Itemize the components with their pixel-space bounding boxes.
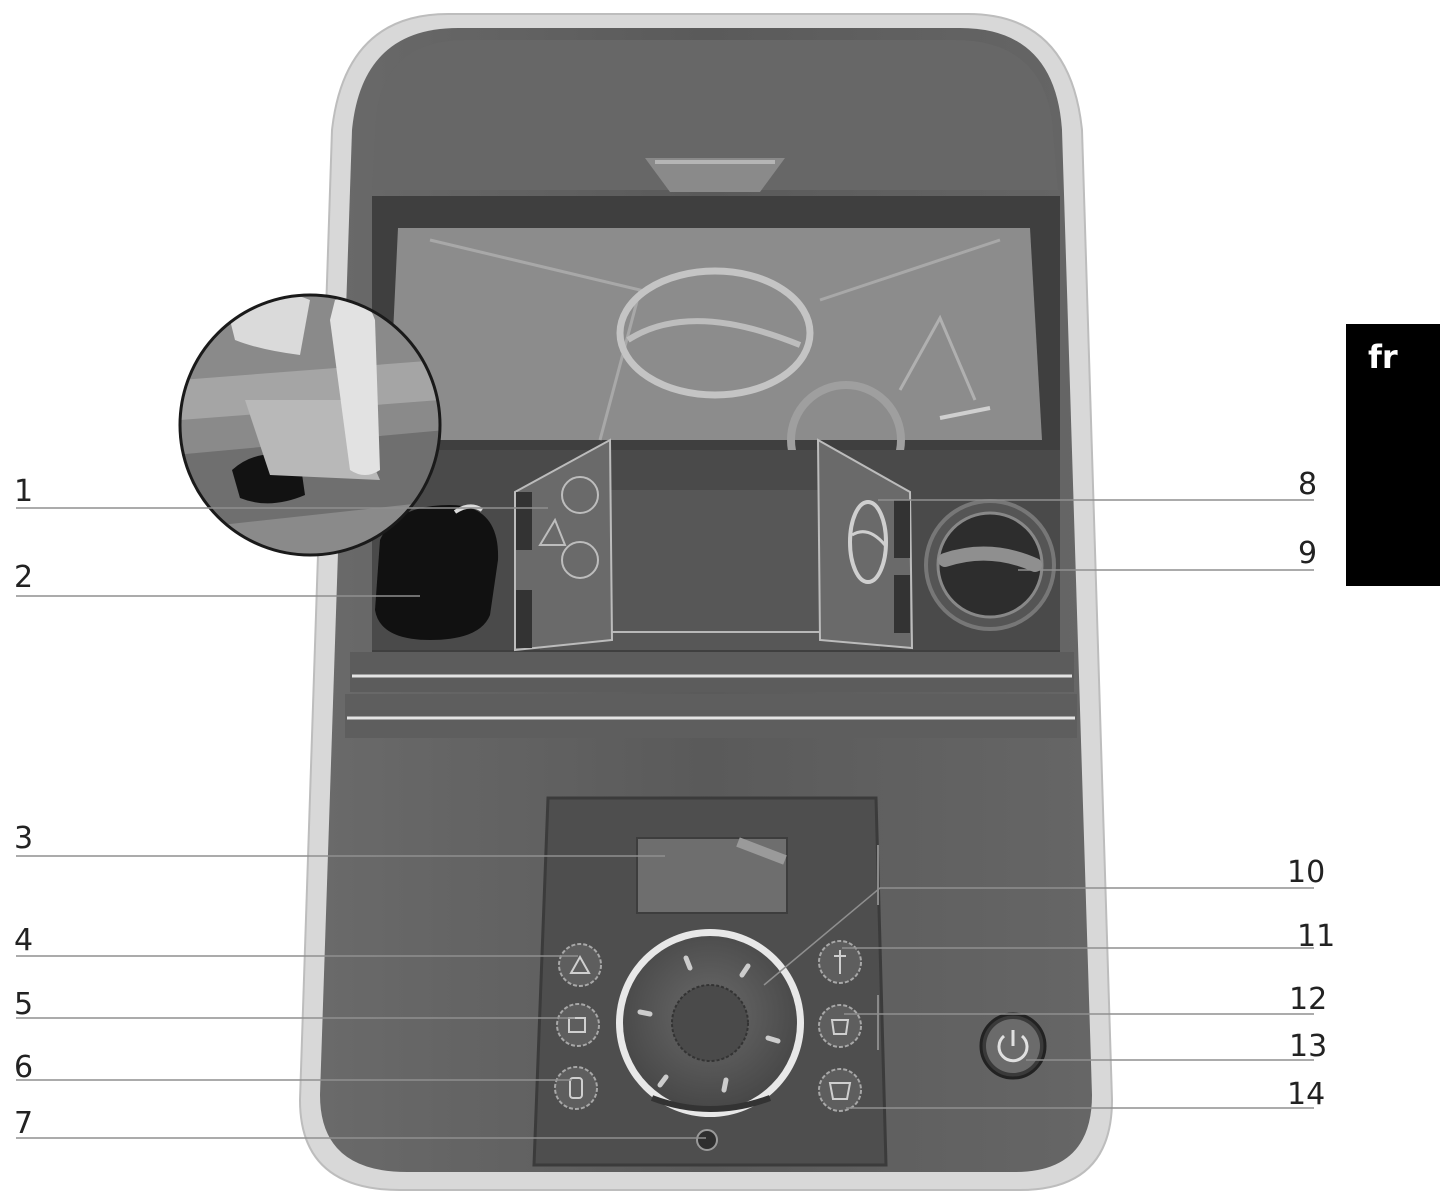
espresso-button[interactable] — [818, 1004, 862, 1048]
callout-14: 14 — [1287, 1077, 1325, 1112]
display — [636, 837, 788, 914]
callout-4: 4 — [14, 923, 33, 958]
callout-labels: 1 2 3 4 5 6 7 8 9 10 11 12 13 14 — [14, 467, 1335, 1141]
rotary-switch[interactable] — [616, 929, 804, 1117]
callout-1: 1 — [14, 474, 33, 509]
coffee-button[interactable] — [818, 1068, 862, 1112]
maintenance-button[interactable] — [558, 943, 602, 987]
callout-6: 6 — [14, 1050, 33, 1085]
grind-selector — [924, 499, 1056, 631]
power-button[interactable] — [979, 1012, 1047, 1080]
callout-13: 13 — [1289, 1029, 1327, 1064]
leader-lines — [16, 499, 1314, 1139]
rails — [345, 652, 1077, 738]
bean-container-lid — [816, 438, 914, 650]
height-adjust[interactable] — [696, 1129, 718, 1151]
callout-10: 10 — [1287, 855, 1325, 890]
callout-3: 3 — [14, 821, 33, 856]
hot-water-button[interactable] — [556, 1003, 600, 1047]
callout-5: 5 — [14, 987, 33, 1022]
ground-coffee-chute — [375, 504, 499, 640]
leader-line-10 — [763, 887, 1314, 986]
callout-9: 9 — [1298, 536, 1317, 571]
language-tab: fr — [1346, 324, 1440, 586]
left-flap — [514, 438, 614, 652]
callout-7: 7 — [14, 1106, 33, 1141]
language-tab-label: fr — [1368, 338, 1398, 376]
lid-lever-detail — [178, 293, 442, 557]
milk-button[interactable] — [818, 940, 862, 984]
callout-2: 2 — [14, 560, 33, 595]
steam-button[interactable] — [554, 1066, 598, 1110]
callout-8: 8 — [1298, 467, 1317, 502]
callout-11: 11 — [1297, 919, 1335, 954]
callout-12: 12 — [1289, 982, 1327, 1017]
